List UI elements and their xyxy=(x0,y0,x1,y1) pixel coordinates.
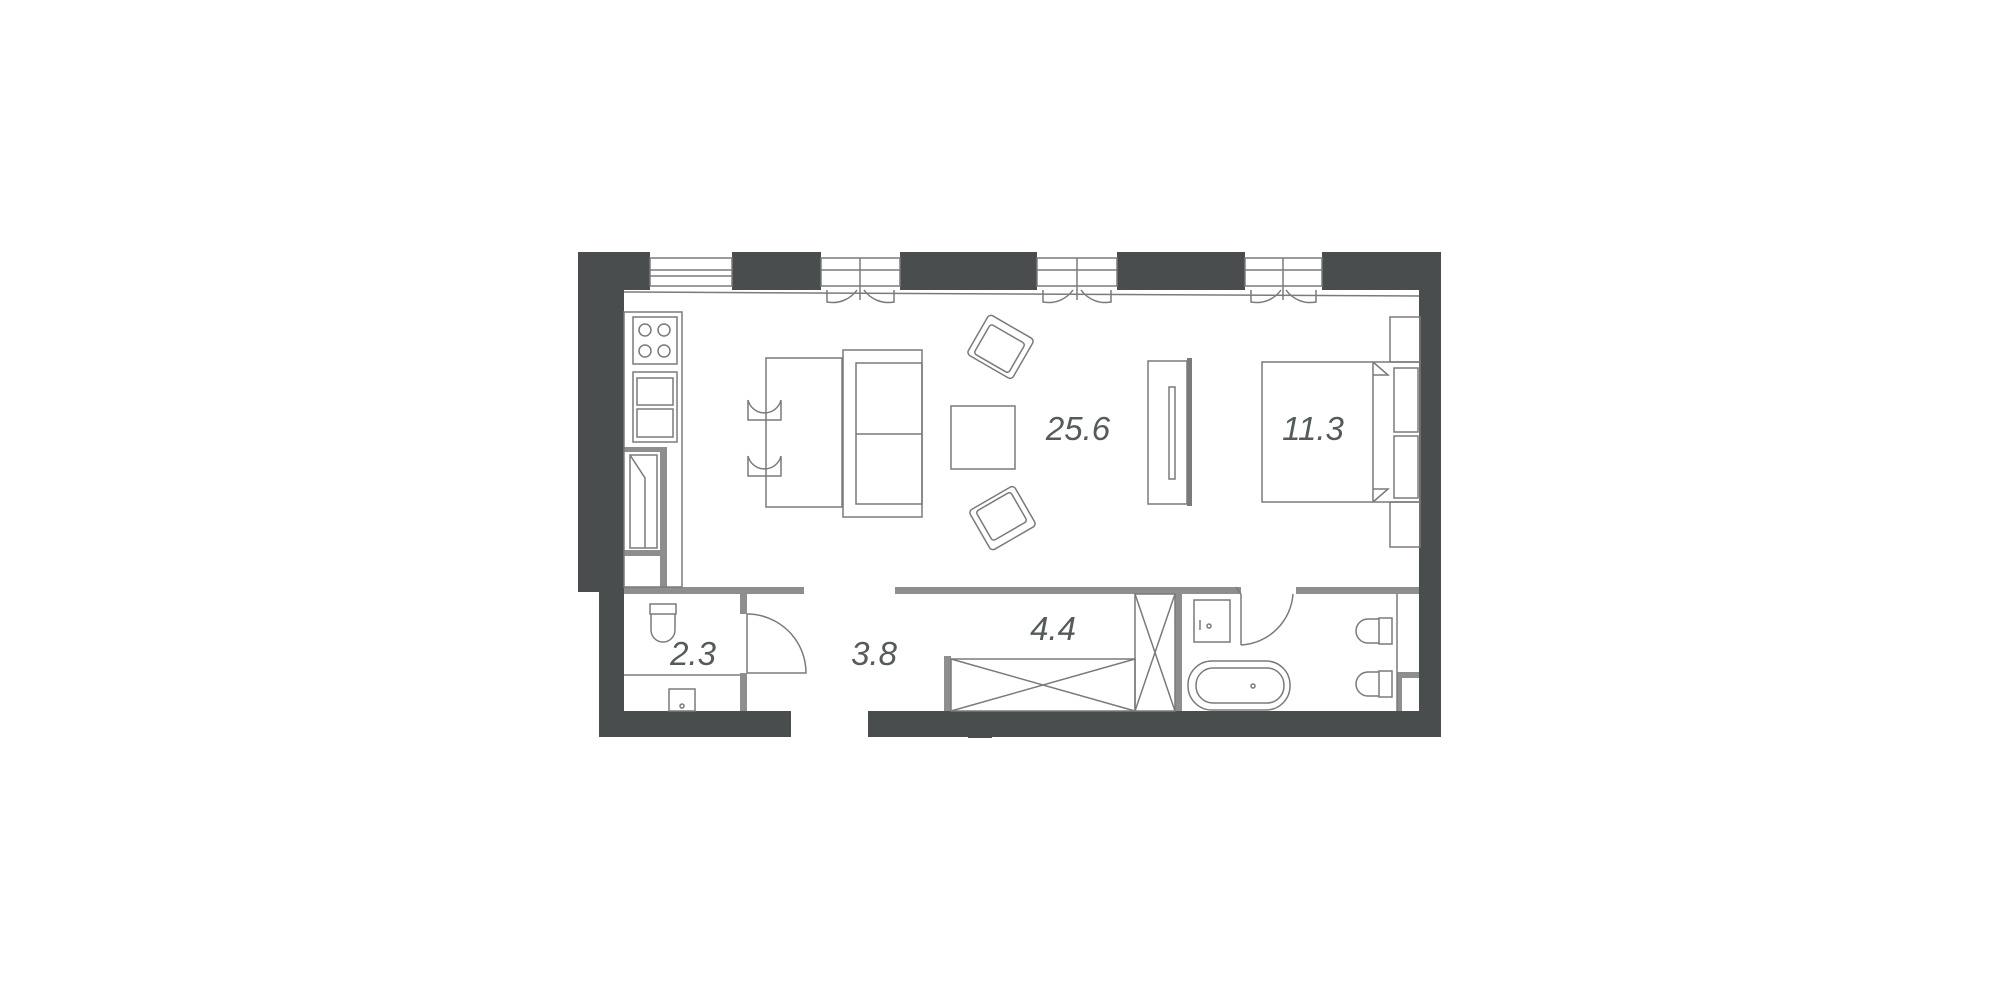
hall-area-label: 3.8 xyxy=(851,635,898,672)
window-1 xyxy=(649,257,733,287)
living-furniture xyxy=(747,314,1188,551)
armchair xyxy=(969,485,1036,551)
toilet xyxy=(1355,617,1393,645)
stool xyxy=(747,399,782,421)
kitchen xyxy=(623,311,683,588)
bidet xyxy=(1355,670,1393,698)
wc-fixtures xyxy=(624,603,740,712)
wc-door xyxy=(746,613,807,674)
nightstand xyxy=(1389,501,1421,548)
armchair xyxy=(967,314,1034,380)
balcony-door-1 xyxy=(820,257,901,304)
bathroom-fixtures xyxy=(1187,594,1398,711)
bathtub xyxy=(1187,660,1291,711)
dining-table xyxy=(765,357,843,508)
balcony-door-2 xyxy=(1036,257,1118,304)
stool xyxy=(747,455,782,477)
living-room-area-label: 25.6 xyxy=(1045,410,1111,447)
partitions xyxy=(624,447,1419,711)
balcony-door-3 xyxy=(1244,257,1323,304)
bath-sink xyxy=(1193,599,1231,643)
sofa xyxy=(842,349,923,518)
cooktop xyxy=(632,316,678,365)
bed xyxy=(1261,361,1421,503)
windows xyxy=(623,257,1420,304)
bedroom-area-label: 11.3 xyxy=(1282,410,1344,447)
wc-area-label: 2.3 xyxy=(669,635,717,672)
kitchen-sink xyxy=(632,371,678,443)
wc-sink xyxy=(668,688,696,712)
bedroom-furniture xyxy=(1261,316,1421,548)
exterior-walls xyxy=(578,252,1441,738)
tv-panel xyxy=(1187,358,1192,506)
nightstand xyxy=(1389,316,1421,363)
wardrobe-area-label: 4.4 xyxy=(1030,610,1076,647)
wardrobe-fixtures xyxy=(950,593,1176,712)
tv-unit xyxy=(1147,360,1188,505)
bathroom-door xyxy=(1235,586,1294,646)
kitchen-counter xyxy=(623,311,683,588)
coffee-table xyxy=(950,405,1016,470)
wardrobe-cabinet xyxy=(1134,593,1176,712)
toilet xyxy=(649,603,677,643)
doors xyxy=(746,586,1294,674)
